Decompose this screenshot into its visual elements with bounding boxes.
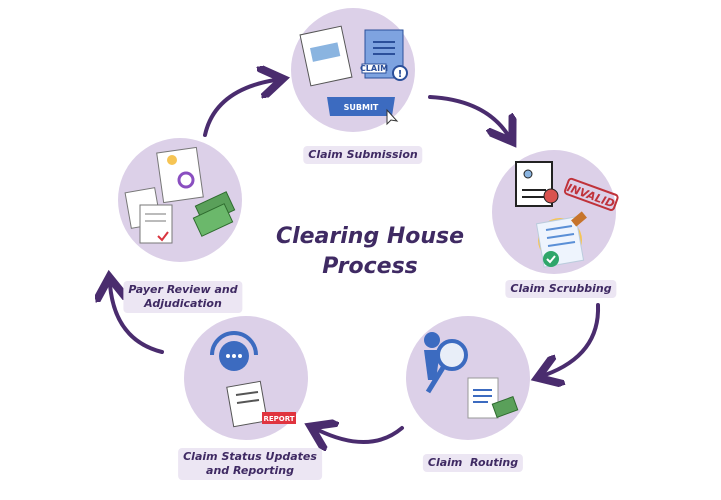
arrow-payer-to-submission [203, 80, 275, 137]
approved-document-icon [535, 211, 587, 268]
arrow-status-to-payer [110, 285, 164, 354]
svg-text:SUBMIT: SUBMIT [344, 103, 379, 112]
documents-money-icon [124, 146, 236, 244]
label-payer-review: Payer Review and Adjudication [123, 281, 243, 313]
arrow-scrubbing-to-routing [545, 303, 601, 375]
label-claim-submission: Claim Submission [303, 146, 423, 164]
label-claim-scrubbing: Claim Scrubbing [505, 280, 617, 298]
arrow-submission-to-scrubbing [428, 95, 508, 135]
label-claim-routing: Claim Routing [422, 454, 524, 472]
report-tag: REPORT [263, 415, 294, 423]
diagram-title: Clearing House Process [260, 222, 480, 282]
title-line-1: Clearing House [275, 224, 465, 249]
support-headset-icon: REPORT [210, 331, 296, 428]
svg-text:!: ! [398, 69, 403, 80]
claim-tag: CLAIM [360, 64, 388, 73]
label-claim-status: Claim Status Updates and Reporting [178, 448, 322, 480]
magnifier-person-icon [424, 332, 519, 419]
claim-form-icon: CLAIM ! [299, 25, 408, 87]
arrow-routing-to-status [318, 428, 404, 442]
submit-button-icon: SUBMIT [327, 97, 399, 126]
title-line-2: Process [322, 254, 418, 279]
